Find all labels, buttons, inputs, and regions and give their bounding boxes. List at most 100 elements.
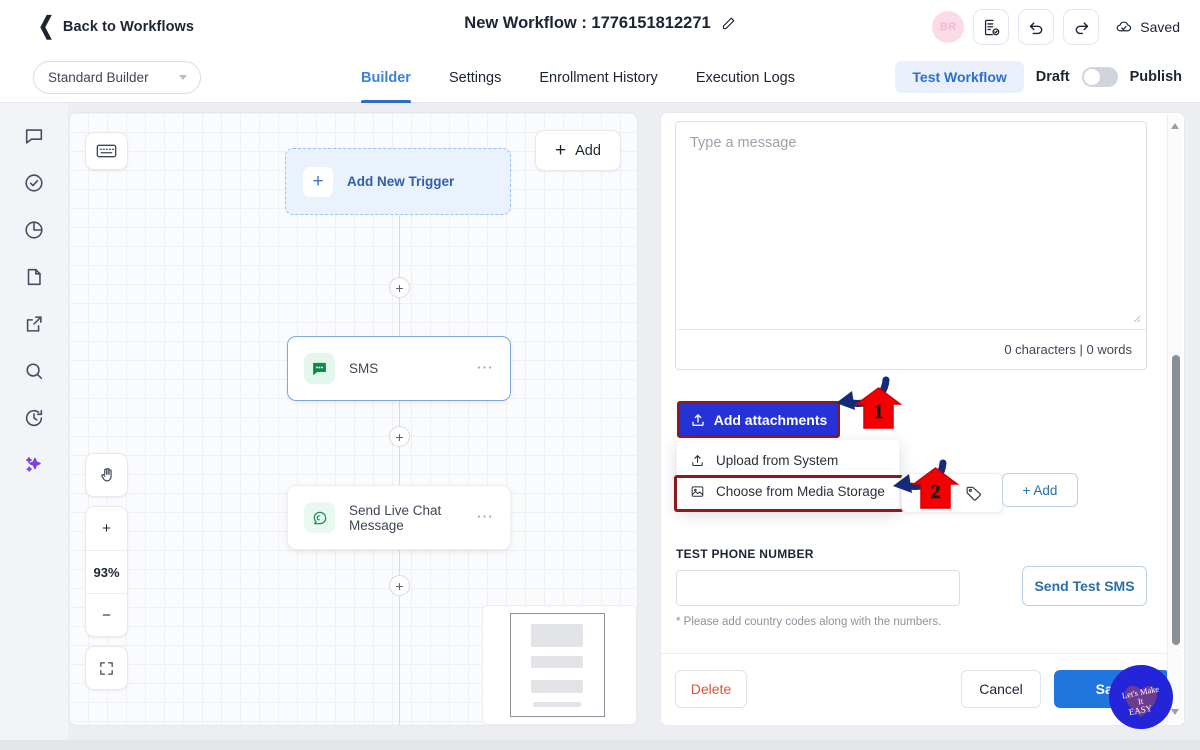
add-new-trigger-node[interactable]: + Add New Trigger	[285, 148, 511, 215]
node-send-live-chat-message[interactable]: Send Live Chat Message ⋯	[287, 485, 511, 550]
tab-settings[interactable]: Settings	[448, 69, 502, 86]
redo-button[interactable]	[1063, 9, 1100, 45]
zoom-level-label[interactable]: 93%	[86, 550, 127, 593]
node-sms-menu-button[interactable]: ⋯	[476, 358, 494, 378]
test-phone-number-label: TEST PHONE NUMBER	[676, 547, 814, 561]
zoom-out-button[interactable]: −	[86, 593, 127, 636]
tab-bar: Standard Builder Builder Settings Enroll…	[0, 53, 1200, 103]
chat-bubble-icon[interactable]	[23, 125, 45, 147]
pie-chart-icon[interactable]	[23, 219, 45, 241]
add-step-button-3[interactable]: +	[389, 575, 410, 596]
edge-sms-to-plus2	[398, 401, 400, 426]
workflow-canvas[interactable]: + Add + 93% −	[68, 112, 638, 726]
cloud-saved-icon	[1116, 21, 1132, 32]
panel-scrollbar[interactable]	[1167, 115, 1182, 723]
scroll-down-arrow-icon[interactable]	[1171, 709, 1179, 715]
document-check-icon-button[interactable]	[973, 9, 1010, 45]
canvas-minimap[interactable]	[482, 605, 637, 725]
edge-plus3-to-end	[398, 596, 400, 725]
publish-label: Publish	[1129, 69, 1182, 85]
chevron-left-icon: ❮	[38, 13, 54, 40]
tab-execution-logs[interactable]: Execution Logs	[695, 69, 795, 86]
upload-icon	[692, 413, 704, 426]
node-live-chat-menu-button[interactable]: ⋯	[476, 507, 494, 527]
draft-label: Draft	[1035, 69, 1070, 85]
cancel-button[interactable]: Cancel	[961, 670, 1041, 708]
save-button[interactable]: Save	[1054, 670, 1170, 708]
document-check-icon	[984, 19, 1000, 35]
choose-from-media-storage-label: Choose from Media Storage	[716, 484, 885, 499]
fit-screen-icon	[100, 661, 113, 675]
upload-from-system-item[interactable]: Upload from System	[677, 445, 899, 476]
plus-icon: +	[555, 140, 567, 161]
pan-tool-button[interactable]	[85, 453, 128, 497]
choose-from-media-storage-item[interactable]: Choose from Media Storage	[677, 476, 899, 507]
keyboard-shortcuts-button[interactable]	[85, 132, 128, 170]
test-workflow-button[interactable]: Test Workflow	[895, 61, 1024, 93]
fit-to-screen-button[interactable]	[85, 646, 128, 690]
sparkles-ai-icon[interactable]	[23, 454, 45, 476]
pencil-icon[interactable]	[721, 16, 736, 31]
attachments-dropdown-menu: Upload from System Choose from Media Sto…	[677, 440, 899, 509]
minimap-node	[533, 702, 581, 707]
add-step-button-1[interactable]: +	[389, 277, 410, 298]
undo-button[interactable]	[1018, 9, 1055, 45]
image-icon	[691, 486, 704, 497]
tab-builder[interactable]: Builder	[361, 53, 411, 103]
tag-selector-button[interactable]	[901, 473, 1003, 513]
draft-publish-toggle[interactable]	[1081, 67, 1118, 87]
hand-pan-icon	[100, 467, 112, 482]
message-editor[interactable]: Type a message 0 characters | 0 words	[675, 121, 1147, 370]
search-icon[interactable]	[23, 360, 45, 382]
page-title: New Workflow : 1776151812271	[464, 14, 711, 32]
test-phone-number-hint: * Please add country codes along with th…	[676, 616, 942, 628]
tab-enrollment-history[interactable]: Enrollment History	[539, 69, 658, 86]
saved-status[interactable]: Saved	[1115, 18, 1180, 36]
add-attachments-button[interactable]: Add attachments	[677, 401, 840, 438]
top-header-bar: ❮ Back to Workflows New Workflow : 17761…	[0, 0, 1200, 53]
toggle-knob	[1083, 69, 1100, 85]
edge-plus1-to-sms	[398, 298, 400, 336]
external-link-icon[interactable]	[23, 313, 45, 335]
back-to-workflows-label: Back to Workflows	[62, 18, 195, 35]
edge-live-to-plus3	[398, 550, 400, 575]
character-count-label: 0 characters | 0 words	[1004, 342, 1132, 357]
check-circle-icon[interactable]	[23, 172, 45, 194]
scrollbar-thumb[interactable]	[1171, 355, 1180, 645]
clock-history-icon[interactable]	[23, 407, 45, 429]
resize-grip-icon[interactable]	[1131, 313, 1141, 323]
undo-icon	[1029, 21, 1043, 34]
sms-action-panel: Type a message 0 characters | 0 words Ad…	[660, 112, 1185, 726]
node-live-chat-label: Send Live Chat Message	[349, 502, 442, 533]
send-test-sms-button[interactable]: Send Test SMS	[1022, 566, 1147, 606]
add-step-button-2[interactable]: +	[389, 426, 410, 447]
message-placeholder: Type a message	[690, 135, 797, 151]
file-icon[interactable]	[23, 266, 45, 288]
node-sms[interactable]: SMS ⋯	[287, 336, 511, 401]
canvas-add-button[interactable]: + Add	[535, 130, 621, 171]
tabbar-right-actions: Test Workflow Draft Publish	[895, 61, 1182, 93]
scroll-up-arrow-icon[interactable]	[1171, 123, 1179, 129]
main-tabs: Builder Settings Enrollment History Exec…	[361, 53, 795, 103]
edge-trigger-to-plus1	[398, 215, 400, 277]
minimap-node	[531, 656, 583, 668]
avatar[interactable]: BR	[932, 11, 965, 43]
delete-button[interactable]: Delete	[675, 670, 747, 708]
back-to-workflows-button[interactable]: ❮ Back to Workflows	[38, 13, 195, 40]
upload-from-system-label: Upload from System	[716, 453, 839, 468]
live-chat-icon	[304, 502, 335, 533]
zoom-in-button[interactable]: +	[102, 520, 111, 537]
add-custom-value-button[interactable]: + Add	[1002, 473, 1078, 507]
builder-type-select[interactable]: Standard Builder	[33, 61, 201, 94]
panel-footer: Delete Cancel Save	[661, 653, 1184, 725]
test-phone-number-input[interactable]	[676, 570, 960, 606]
bottom-scrollbar-strip[interactable]	[0, 740, 1200, 750]
edge-plus2-to-live	[398, 447, 400, 485]
canvas-add-label: Add	[575, 142, 601, 159]
plus-icon: +	[303, 166, 333, 197]
tag-icon	[966, 486, 982, 501]
minimap-node	[531, 680, 583, 693]
character-counter: 0 characters | 0 words	[676, 329, 1146, 369]
builder-type-value: Standard Builder	[48, 70, 149, 85]
